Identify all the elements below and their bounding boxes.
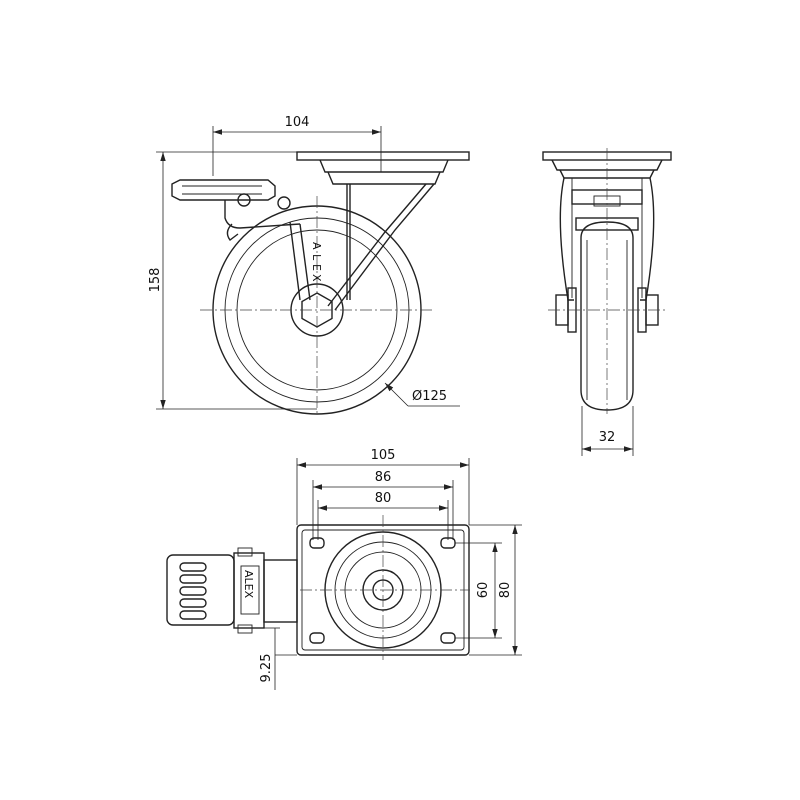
dim-86-label: 86	[375, 470, 392, 485]
front-view: 32	[542, 148, 672, 456]
plan-slot-bl	[309, 632, 325, 644]
top-plate	[296, 151, 470, 161]
plan-brand-plate	[240, 565, 260, 615]
brand-letter-l: L	[310, 254, 323, 261]
brake-pedal-ribs	[182, 185, 262, 195]
plan-brand-text: ALEX	[242, 570, 255, 599]
dim-104-label: 104	[285, 115, 310, 130]
brake-pivot-left	[237, 193, 251, 207]
brake-pivot-right	[277, 196, 291, 210]
dim-925-label: 9.25	[259, 654, 274, 683]
plan-brake-clip-top	[237, 547, 253, 557]
dim-80v-label: 80	[498, 582, 513, 599]
dim-125-leader	[384, 382, 409, 407]
plan-brake-pedal	[166, 554, 235, 626]
brand-letter-x: X	[310, 274, 323, 282]
front-fork-right	[640, 177, 655, 301]
front-wheel	[580, 221, 634, 411]
brand-letter-a: A	[310, 242, 323, 250]
front-fork-left	[559, 177, 574, 301]
dim-60-label: 60	[476, 582, 491, 599]
plan-slot-br	[440, 632, 456, 644]
brake-pedal	[171, 179, 276, 201]
brand-letter-e: E	[310, 264, 323, 271]
fork-leg-angled	[327, 183, 435, 311]
fork-leg-straight	[346, 184, 351, 300]
plan-brake-arm	[263, 559, 298, 623]
dim-105-label: 105	[371, 448, 396, 463]
brake-hook	[226, 223, 239, 241]
dim-158-label: 158	[148, 268, 163, 293]
dim-80-label: 80	[375, 491, 392, 506]
plan-slot-tl	[309, 537, 325, 549]
swivel-race	[319, 159, 449, 173]
plan-brake-ribs	[179, 562, 207, 620]
plan-brake-clip-bottom	[237, 624, 253, 634]
dim-32-label: 32	[599, 430, 616, 445]
side-view: A L E X 104 158 Ø125	[148, 115, 470, 415]
brake-arm	[224, 200, 301, 229]
plan-view: ALEX 105 86 80 60 80 9.25	[166, 448, 522, 690]
swivel-race-lower	[327, 171, 441, 185]
dim-125-label: Ø125	[412, 389, 447, 404]
fork-leg-front	[289, 221, 311, 301]
